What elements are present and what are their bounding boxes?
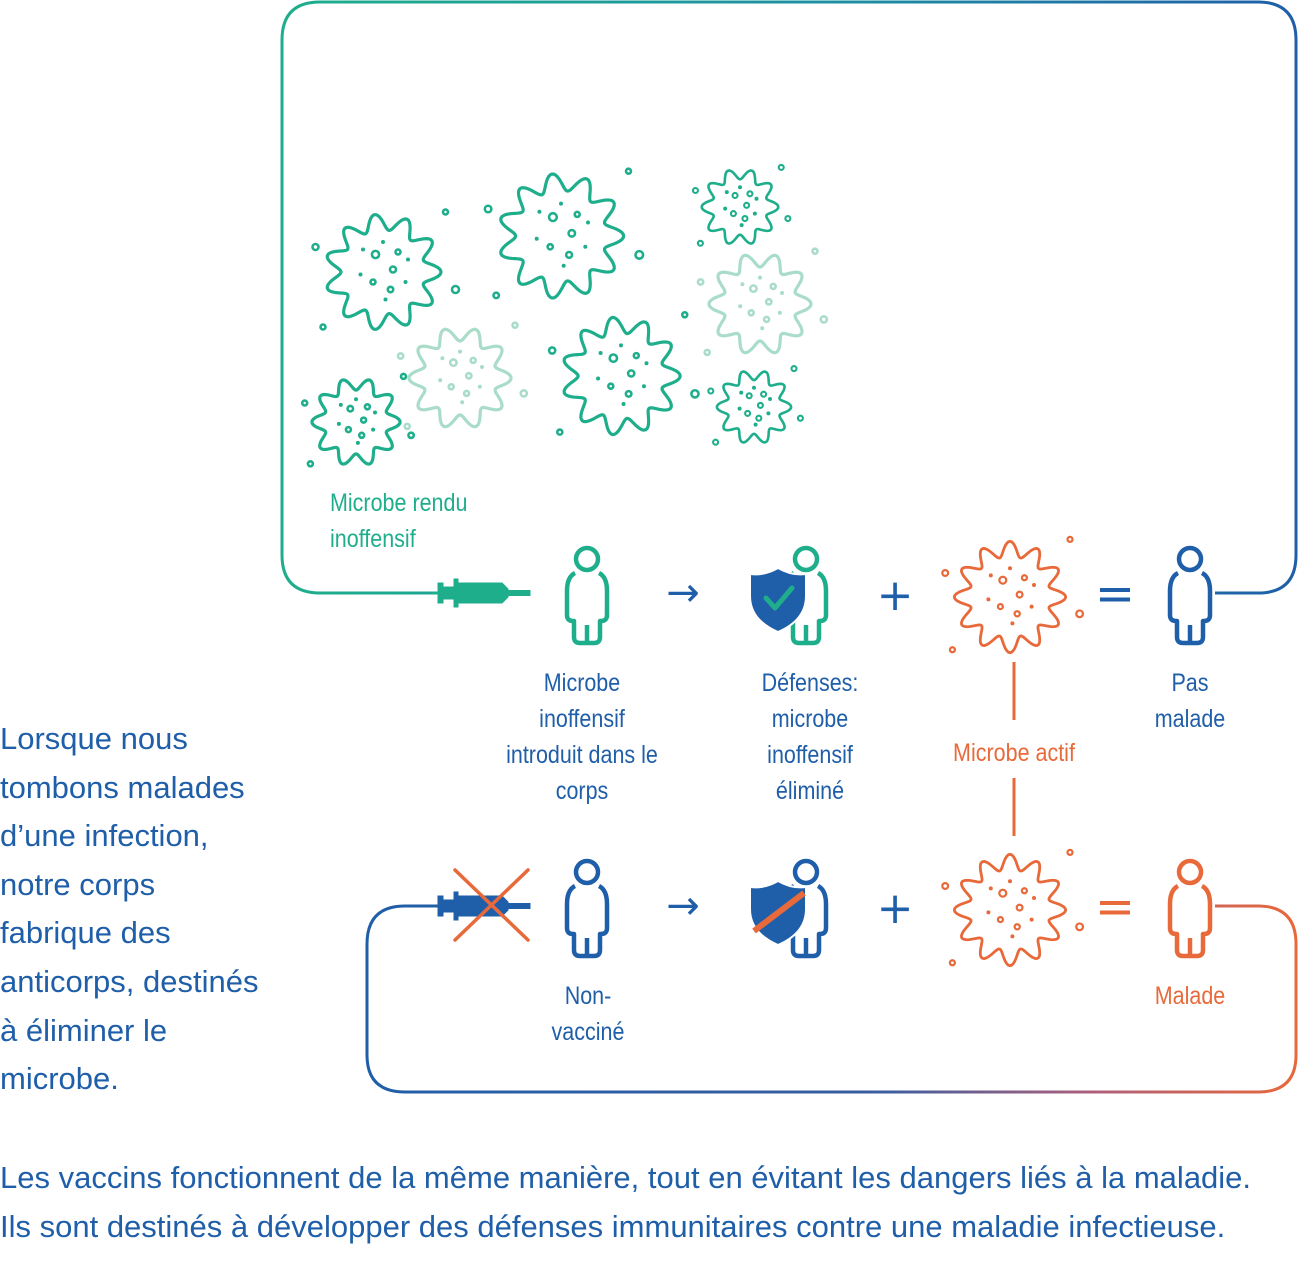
top-loop-line xyxy=(280,0,1298,595)
plus-operator: + xyxy=(877,570,914,621)
plus-operator: + xyxy=(877,883,914,934)
arrow-operator: → xyxy=(666,570,700,616)
syringe-icon xyxy=(430,577,532,609)
microbe-icon xyxy=(311,208,461,332)
unvaccinated-label: Non-vacciné xyxy=(551,982,625,1046)
bottom-explanation-text: Les vaccins fonctionnent de la même mani… xyxy=(0,1160,1252,1244)
microbe-icon xyxy=(941,848,1085,968)
harmless-microbe-label: Microbe rendu inoffensif xyxy=(330,489,468,553)
sick-label: Malade xyxy=(1154,982,1226,1010)
cross-icon xyxy=(453,868,530,942)
bottom-loop-line xyxy=(365,904,1298,1094)
equals-operator: = xyxy=(1095,566,1135,622)
microbe-icon xyxy=(483,167,645,300)
microbe-icon xyxy=(396,321,529,431)
microbe-icon xyxy=(300,372,416,468)
not-sick-label: Pas malade xyxy=(1154,669,1226,733)
arrow-operator: → xyxy=(666,883,700,929)
defenses-label: Défenses: microbe inoffensif éliminé xyxy=(761,669,859,805)
person-icon xyxy=(1170,548,1210,643)
microbe-icon xyxy=(707,365,804,446)
equals-operator: = xyxy=(1095,879,1135,935)
active-microbe-label: Microbe actif xyxy=(953,739,1075,767)
microbe-icon xyxy=(547,311,700,437)
microbe-icon xyxy=(941,535,1085,655)
person-icon xyxy=(567,548,607,643)
microbe-cluster xyxy=(300,163,829,468)
microbe-icon xyxy=(941,535,1085,655)
shield-crossed-icon xyxy=(749,879,807,947)
microbe-icon xyxy=(941,848,1085,968)
person-icon xyxy=(567,861,607,956)
microbe-icon xyxy=(696,247,829,357)
microbe-icon xyxy=(691,163,792,247)
introduced-label: Microbe inoffensif introduit dans le cor… xyxy=(506,669,658,805)
person-icon xyxy=(1170,861,1210,956)
shield-check-icon xyxy=(749,566,807,634)
